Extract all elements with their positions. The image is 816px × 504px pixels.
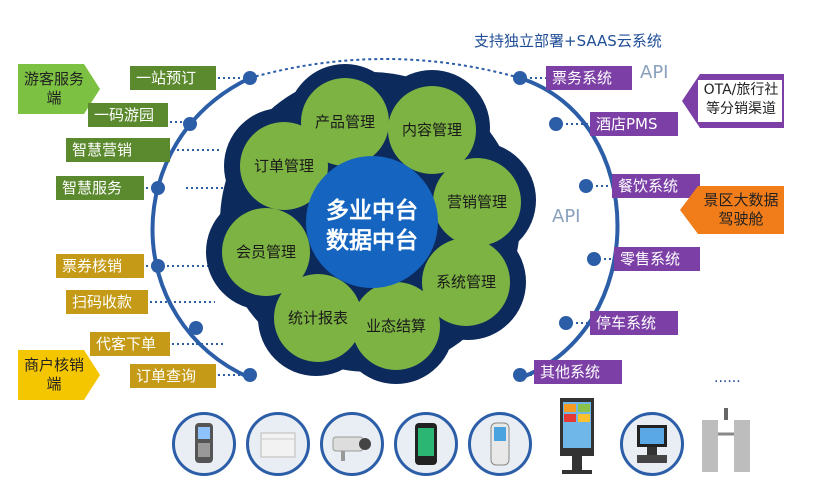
left-item-marketing[interactable]: 智慧营销 (66, 138, 170, 162)
pos-terminal-icon (468, 412, 532, 476)
module-settlement: 业态结算 (366, 317, 426, 335)
group-tag-visitor-label: 游客服务端 (24, 70, 85, 107)
left-item-booking[interactable]: 一站预订 (130, 66, 216, 90)
camera-icon (320, 412, 384, 476)
tag-bigdata-cockpit: 景区大数据驾驶舱 (680, 186, 784, 234)
module-marketing: 营销管理 (447, 193, 507, 211)
kiosk-icon (542, 396, 612, 476)
left-item-service[interactable]: 智慧服务 (56, 176, 144, 200)
module-system: 系统管理 (436, 273, 496, 291)
right-item-catering[interactable]: 餐饮系统 (612, 174, 700, 198)
center-hub (306, 156, 438, 288)
module-statistics: 统计报表 (288, 309, 348, 327)
left-item-proxy-order[interactable]: 代客下单 (90, 332, 170, 356)
tag-ota-channel-label: OTA/旅行社等分销渠道 (703, 82, 779, 117)
cash-register-icon (620, 412, 684, 476)
module-petals (222, 78, 521, 370)
group-tag-merchant: 商户核销端 (18, 350, 100, 400)
right-ring-arc (519, 76, 620, 380)
left-item-scanpay[interactable]: 扫码收款 (66, 290, 148, 314)
center-line1: 多业中台 (326, 197, 418, 224)
left-item-qrcode[interactable]: 一码游园 (88, 103, 168, 127)
center-line2: 数据中台 (326, 227, 418, 254)
left-ring-arc (150, 76, 251, 380)
right-item-ticketing[interactable]: 票务系统 (546, 66, 632, 90)
group-tag-merchant-label: 商户核销端 (24, 356, 85, 393)
module-product: 产品管理 (315, 113, 375, 131)
right-item-parking[interactable]: 停车系统 (590, 311, 678, 335)
diagram-title: 支持独立部署+SAAS云系统 (474, 32, 662, 50)
api-label-middle: API (552, 206, 581, 227)
module-content: 内容管理 (402, 121, 462, 139)
tag-ota-channel: OTA/旅行社等分销渠道 (682, 74, 784, 128)
access-box-icon (246, 412, 310, 476)
module-member: 会员管理 (236, 243, 296, 261)
tag-bigdata-cockpit-label: 景区大数据驾驶舱 (703, 191, 779, 228)
module-order: 订单管理 (254, 157, 314, 175)
right-item-hotel-pms[interactable]: 酒店PMS (590, 112, 678, 136)
left-item-verify[interactable]: 票券核销 (56, 254, 144, 278)
group-tag-visitor: 游客服务端 (18, 64, 100, 114)
turnstile-icon (694, 404, 758, 476)
api-label-top: API (640, 62, 669, 83)
handheld-terminal-icon (172, 412, 236, 476)
more-indicator: ...... (714, 370, 741, 386)
left-item-order-query[interactable]: 订单查询 (130, 364, 216, 388)
ring-nodes (151, 71, 601, 382)
right-item-retail[interactable]: 零售系统 (614, 247, 700, 271)
pos-phone-icon (394, 412, 458, 476)
right-item-other[interactable]: 其他系统 (534, 360, 622, 384)
